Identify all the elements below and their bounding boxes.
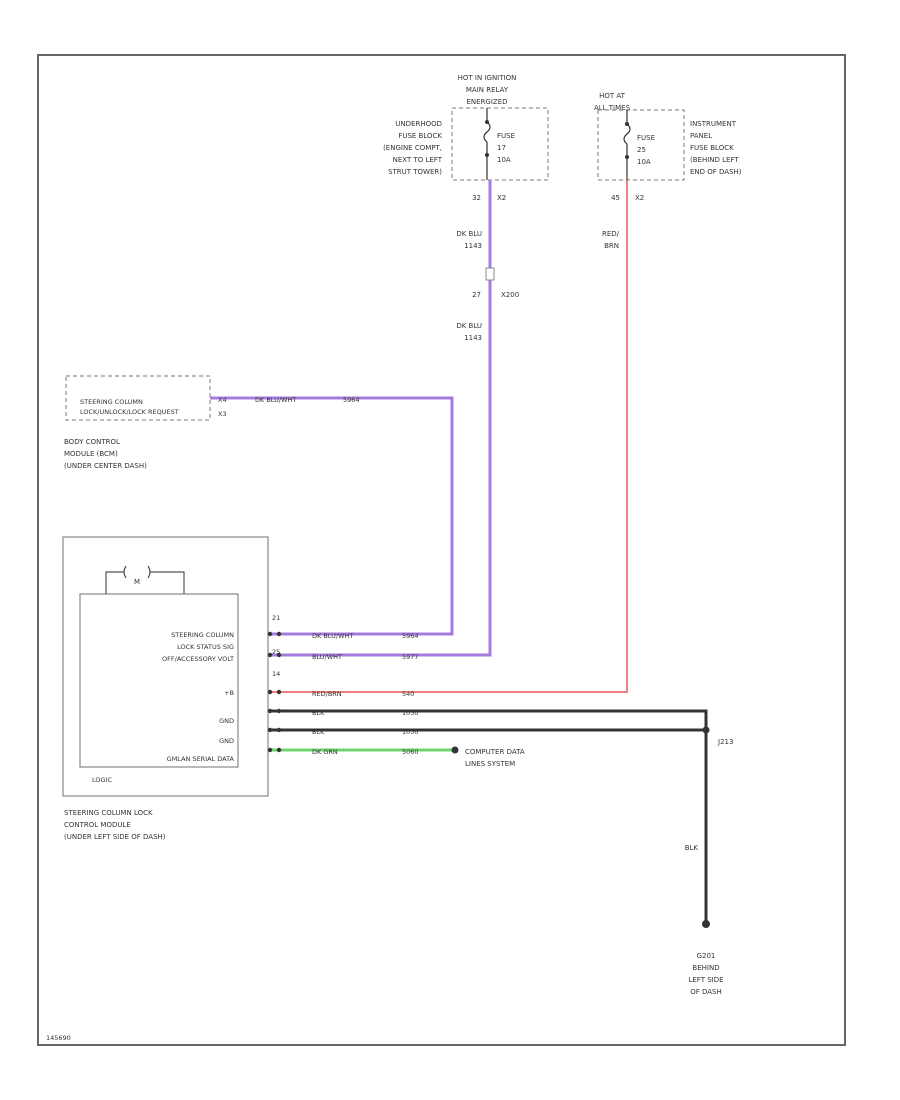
wire-color-label: RED/ [602,230,620,238]
data-lines-label-line2: LINES SYSTEM [465,760,515,768]
fuse-label: FUSE [637,134,655,142]
pin-number: 45 [611,194,620,202]
ground-location-line3: OF DASH [690,988,722,996]
motor-symbol: M [134,578,140,586]
ground-dot [702,920,710,928]
diagram-id: 145690 [46,1034,71,1042]
sclcm-label-b-plus: +B [224,689,234,697]
wire-circuit-label: 540 [402,690,414,698]
wire-color-label: BLK [312,728,325,736]
wire-circuit-label: 5977 [402,653,419,661]
wire-color-label: DK BLU [456,230,482,238]
fuse-symbol [623,123,631,145]
location-line3: (ENGINE COMPT, [383,144,442,152]
fuse-number: 25 [637,146,646,154]
wire-color-label: DK GRN [312,748,338,756]
bcm-signal-pin: X3 [218,410,227,418]
sclcm-label-gnd1: GND [219,717,234,725]
sclcm-label-gnd2: GND [219,737,234,745]
underhood-fuse-block: HOT IN IGNITION MAIN RELAY ENERGIZED UND… [383,74,549,202]
connector-pins [267,631,282,753]
sclcm-label-1: STEERING COLUMN [171,631,234,639]
wire-color-label: RED/BRN [312,690,342,698]
bcm-name-line1: BODY CONTROL [64,438,120,446]
sclcm-name-line2: CONTROL MODULE [64,821,131,829]
sclcm-outer-box [62,536,269,797]
location-line5: END OF DASH) [690,168,742,176]
wire-circuit-label: 5964 [402,632,419,640]
wire-color-label: DK BLU [456,322,482,330]
data-lines-label-line1: COMPUTER DATA [465,748,525,756]
sclcm-name-line3: (UNDER LEFT SIDE OF DASH) [64,833,166,841]
wire-color-label: BLK [312,709,325,717]
bcm-signal-line1: STEERING COLUMN [80,398,143,406]
hot-label-line1: HOT AT [599,92,626,100]
sclcm-logic-box [79,593,239,768]
splice-dot [702,726,710,734]
hot-label-line1: HOT IN IGNITION [458,74,517,82]
location-line2: FUSE BLOCK [398,132,442,140]
connector-break [485,267,495,281]
connector-id: X2 [497,194,506,202]
wire-blk-gnd-1 [268,709,708,728]
splice-connector: X200 [501,291,519,299]
sclcm-label-2: LOCK STATUS SIG [177,643,234,651]
wire-color-label: DK BLU/WHT [312,632,353,640]
location-line4: (BEHIND LEFT [690,156,739,164]
wire-circuit-label: 5060 [402,748,419,756]
wire-red-brn-battery [268,180,628,693]
splice-pin: 27 [472,291,481,299]
fuse-symbol [483,121,491,143]
wire-dk-blu-wht-bcm [210,396,454,636]
wire-circuit-label: 5964 [343,396,360,404]
pin-number: 32 [472,194,481,202]
hot-label-line2: MAIN RELAY [466,86,509,94]
pin-number: 14 [272,670,280,678]
wire-dk-blu-ignition [268,180,492,657]
wire-color-label: BLU/WHT [312,653,342,661]
bcm-pin: X4 [218,396,227,404]
bcm-box [65,375,211,421]
connector-id: X2 [635,194,644,202]
location-line5: STRUT TOWER) [388,168,442,176]
ground-location-line1: BEHIND [692,964,719,972]
data-line-dot [451,746,459,754]
splice-id: J213 [717,738,733,746]
wire-color-label: BRN [604,242,619,250]
body-control-module: STEERING COLUMN LOCK/UNLOCK/LOCK REQUEST… [64,375,360,470]
pin-number: 21 [272,614,280,622]
sclcm-name-line1: STEERING COLUMN LOCK [64,809,153,817]
fuse-block-box [597,109,685,181]
location-line1: INSTRUMENT [690,120,737,128]
fuse-label: FUSE [497,132,515,140]
steering-column-lock-module: M 21 25 14 STEERING COLUMN LOCK STATUS S… [62,536,280,841]
ground-id: G201 [697,952,716,960]
bcm-signal-line2: LOCK/UNLOCK/LOCK REQUEST [80,408,179,416]
fuse-rating: 10A [497,156,511,164]
wire-circuit-label: 1050 [402,709,419,717]
wire-color-label: DK BLU/WHT [255,396,296,404]
bcm-name-line3: (UNDER CENTER DASH) [64,462,147,470]
hot-label-line2: ALL TIMES [594,104,631,112]
location-line1: UNDERHOOD [395,120,442,128]
bcm-name-line2: MODULE (BCM) [64,450,118,458]
wire-circuit-label: 1143 [464,242,482,250]
diagram-border [37,54,846,1046]
hot-label-line3: ENERGIZED [466,98,507,106]
location-line3: FUSE BLOCK [690,144,734,152]
instrument-fuse-block: HOT AT ALL TIMES INSTRUMENT PANEL FUSE B… [594,92,742,202]
location-line4: NEXT TO LEFT [393,156,443,164]
ground-location-line2: LEFT SIDE [688,976,723,984]
wire-color-label: BLK [685,844,699,852]
wire-circuit-label: 1050 [402,728,419,736]
fuse-rating: 10A [637,158,651,166]
sclcm-label-serial: GMLAN SERIAL DATA [167,755,235,763]
fuse-number: 17 [497,144,506,152]
wire-circuit-label: 1143 [464,334,482,342]
location-line2: PANEL [690,132,712,140]
logic-label: LOGIC [92,776,112,784]
sclcm-label-3: OFF/ACCESSORY VOLT [162,655,234,663]
pin-number: 25 [272,648,280,656]
